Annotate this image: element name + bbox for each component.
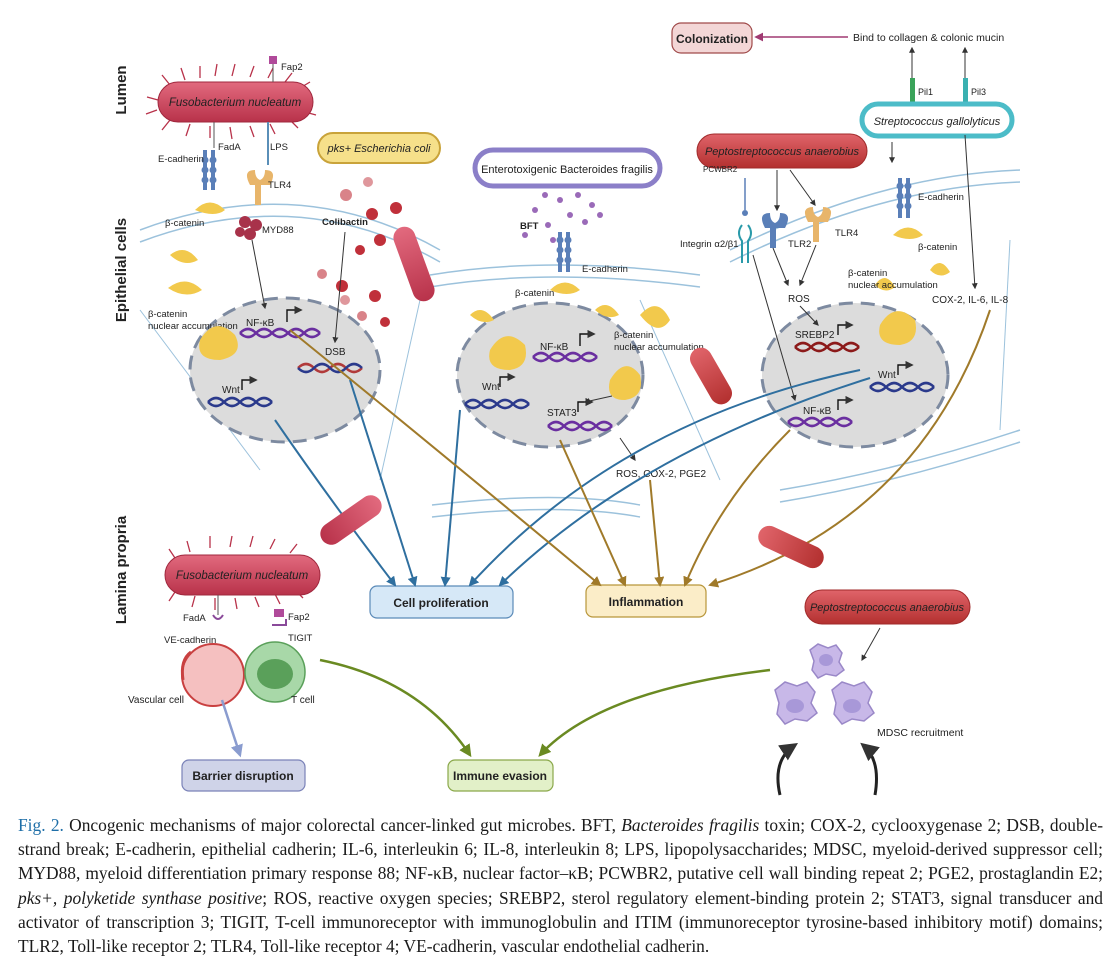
p-anaerobius-top-label: Peptostreptococcus anaerobius: [705, 146, 860, 158]
barrier-label: Barrier disruption: [192, 769, 293, 783]
proliferation-arrows: [274, 369, 871, 587]
fusobacterium-bottom-label: Fusobacterium nucleatum: [176, 570, 309, 582]
colonization-label: Colonization: [676, 32, 748, 46]
bcat-mid-label: β-catenin: [515, 288, 554, 299]
region-label-epithelial: Epithelial cells: [113, 218, 130, 322]
bft-toxin-particles: [522, 192, 603, 243]
wnt-right-label: Wnt: [878, 370, 896, 381]
bcat-nuc-left-2: nuclear accumulation: [148, 321, 238, 332]
immune-label: Immune evasion: [453, 769, 547, 783]
nfkb-mid-label: NF-κB: [540, 342, 569, 353]
fap2-bottom-label: Fap2: [288, 612, 310, 623]
tlr2-label: TLR2: [788, 239, 811, 250]
fusobacterium-top: [145, 63, 317, 140]
colonization-box: [671, 22, 753, 54]
bft-label: BFT: [520, 221, 539, 232]
barrier-disruption-box: [181, 759, 306, 792]
mdsc-label: MDSC recruitment: [877, 727, 963, 739]
ecad-right-label: E-cadherin: [918, 192, 964, 203]
tcell-label: T cell: [291, 695, 315, 706]
fusobacterium-top-label: Fusobacterium nucleatum: [169, 97, 302, 109]
s-gallolyticus-cell: [859, 101, 1015, 139]
integrin: [738, 224, 752, 263]
tlr2: [761, 213, 789, 248]
fada-top-label: FadA: [218, 142, 241, 153]
bcat-nuc-right-2: nuclear accumulation: [848, 280, 938, 291]
integrin-label: Integrin α2/β1: [680, 239, 739, 250]
pil3-label: Pil3: [971, 87, 986, 97]
bcat-left-label: β-catenin: [165, 218, 204, 229]
cox-il-label: COX-2, IL-6, IL-8: [932, 295, 1009, 306]
region-label-lumen: Lumen: [113, 65, 130, 114]
bcat-nuc-mid-1: β-catenin: [614, 330, 653, 341]
inflammation-arrows: [289, 309, 991, 588]
colibactin-label: Colibactin: [322, 217, 368, 228]
epithelial-membranes: [139, 169, 1021, 518]
vecad-label: VE-cadherin: [164, 635, 216, 646]
e-cadherin-mid: [556, 232, 572, 272]
inflammation-box: [585, 584, 707, 618]
figure-label: Fig. 2.: [18, 815, 64, 835]
e-cadherin-right: [896, 178, 912, 218]
cell-prolif-label: Cell proliferation: [393, 596, 488, 610]
inflammation-label: Inflammation: [609, 595, 684, 609]
lps-label: LPS: [270, 142, 288, 153]
caption-text-a: Oncogenic mechanisms of major colorectal…: [63, 815, 622, 835]
bcat-nuc-left-1: β-catenin: [148, 309, 187, 320]
srebp2-label: SREBP2: [795, 330, 835, 341]
wnt-left-label: Wnt: [222, 385, 240, 396]
wnt-mid-label: Wnt: [482, 382, 500, 393]
caption-text-c: ; ROS, reactive oxygen species; SREBP2, …: [18, 887, 1103, 957]
dsb-label: DSB: [325, 347, 346, 358]
ros-label: ROS: [788, 294, 810, 305]
tlr4-left: [246, 170, 274, 205]
bcat-nuc-right-1: β-catenin: [848, 268, 887, 279]
bcat-nuc-mid-2: nuclear accumulation: [614, 342, 704, 353]
ecad-left-label: E-cadherin: [158, 154, 204, 165]
ros-cox-pge2-label: ROS, COX-2, PGE2: [616, 469, 706, 480]
caption-text-b: toxin; COX-2, cyclooxygenase 2; DSB, dou…: [18, 815, 1103, 884]
vascular-label: Vascular cell: [128, 695, 184, 706]
nucleus-left: [188, 296, 382, 444]
pks-ecoli-label: pks+ Escherichia coli: [326, 143, 431, 155]
ecad-mid-label: E-cadherin: [582, 264, 628, 275]
figure-diagram: Lumen Epithelial cells Lamina propria Co…: [113, 22, 1021, 796]
p-anaerobius-bottom-label: Peptostreptococcus anaerobius: [810, 602, 965, 614]
region-label-lamina: Lamina propria: [113, 515, 130, 624]
dna-nfkb-left: [239, 327, 321, 339]
myd88: [235, 216, 262, 240]
caption-italic-b: pks+, polyketide synthase positive: [18, 887, 263, 908]
bcat-right-label: β-catenin: [918, 242, 957, 253]
tlr4-left-label: TLR4: [268, 180, 291, 191]
fap2-top-label: Fap2: [281, 62, 303, 73]
s-gallolyticus-label: Streptococcus gallolyticus: [874, 116, 1001, 128]
stat3-label: STAT3: [547, 408, 577, 419]
nfkb-right-label: NF-κB: [803, 406, 832, 417]
colibactin-particles: [317, 177, 402, 327]
immune-evasion-box: [447, 759, 554, 792]
myd88-label: MYD88: [262, 225, 294, 236]
bind-label: Bind to collagen & colonic mucin: [853, 32, 1004, 44]
caption-italic-a: Bacteroides fragilis: [621, 815, 760, 835]
tlr4-right: [804, 207, 832, 242]
figure-caption: Fig. 2. Oncogenic mechanisms of major co…: [18, 813, 1103, 958]
nfkb-left-label: NF-κB: [246, 318, 275, 329]
nucleus-right: [760, 301, 950, 449]
fada-bottom-label: FadA: [183, 613, 206, 624]
pcwbr2-label: PCWBR2: [703, 165, 738, 174]
e-cadherin-left: [201, 150, 217, 190]
tlr4-right-label: TLR4: [835, 228, 858, 239]
pil1-label: Pil1: [918, 87, 933, 97]
b-fragilis-label: Enterotoxigenic Bacteroides fragilis: [481, 164, 653, 176]
tigit-label: TIGIT: [288, 633, 312, 644]
